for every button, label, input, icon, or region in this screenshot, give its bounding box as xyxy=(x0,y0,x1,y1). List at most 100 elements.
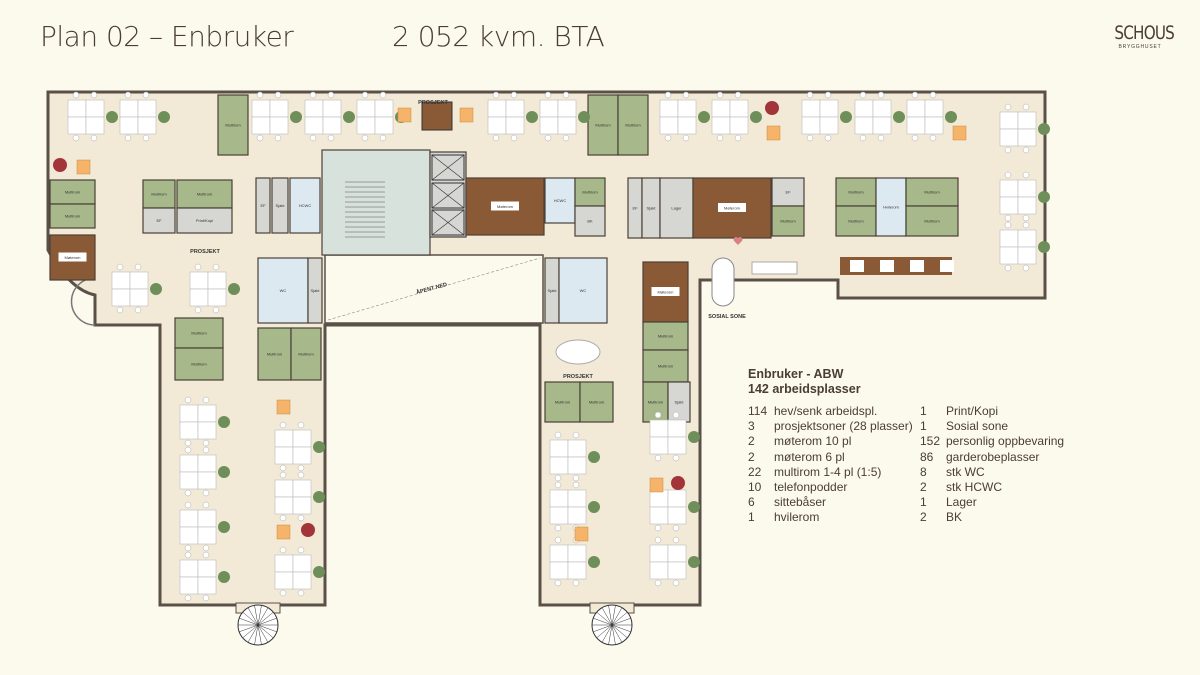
plant-icon xyxy=(1038,241,1050,253)
desk xyxy=(906,99,926,118)
legend-count: 8 xyxy=(920,464,927,479)
zone-label: PROSJEKT xyxy=(190,249,220,255)
desk xyxy=(505,116,525,135)
page-title: Plan 02 – Enbruker xyxy=(40,20,294,53)
storage-locker xyxy=(276,524,291,540)
desk xyxy=(197,526,217,545)
desk xyxy=(729,116,749,135)
room-label: Møterom xyxy=(497,204,514,209)
storage-locker xyxy=(649,477,664,493)
multirom-room xyxy=(217,94,249,156)
desk xyxy=(85,116,105,135)
desk xyxy=(269,116,289,135)
storage-locker xyxy=(574,526,589,542)
multirom-room xyxy=(290,327,322,381)
room-label: Multirom xyxy=(225,123,241,128)
chair xyxy=(672,579,680,587)
chair xyxy=(202,446,210,454)
room-label: Multirom xyxy=(191,362,207,367)
desk xyxy=(801,116,821,135)
plant-icon xyxy=(218,571,230,583)
chair xyxy=(1004,146,1012,154)
chair xyxy=(279,589,287,597)
desk xyxy=(374,99,394,118)
chair xyxy=(256,134,264,142)
room-label: Multirom xyxy=(65,214,81,219)
desk xyxy=(567,544,587,563)
desk xyxy=(322,99,342,118)
legend-label: sittebåser xyxy=(774,495,827,510)
room-label: Sjakt xyxy=(311,288,321,293)
chair xyxy=(654,411,662,419)
desk xyxy=(137,99,157,118)
print-room xyxy=(176,207,233,234)
chair xyxy=(194,306,202,314)
chair xyxy=(1004,214,1012,222)
desk xyxy=(137,116,157,135)
desk xyxy=(549,544,569,563)
chair xyxy=(672,536,680,544)
ef-room xyxy=(142,207,176,234)
desk xyxy=(129,288,149,307)
desk xyxy=(1017,229,1037,248)
room-label: Multirom xyxy=(582,190,598,195)
desk xyxy=(1017,111,1037,130)
chair xyxy=(72,134,80,142)
storage-locker xyxy=(766,125,781,141)
desk xyxy=(667,489,687,508)
flower-plant-icon xyxy=(301,523,315,537)
plant-icon xyxy=(290,111,302,123)
legend-label: hvilerom xyxy=(774,510,820,525)
chair xyxy=(279,471,287,479)
legend-label: møterom 10 pl xyxy=(774,434,852,449)
chair xyxy=(184,489,192,497)
plant-icon xyxy=(588,501,600,513)
desk xyxy=(251,116,271,135)
sjakt-room xyxy=(271,177,289,234)
chair xyxy=(124,91,132,99)
zone-label: PROSJEKT xyxy=(563,374,593,380)
chair xyxy=(734,134,742,142)
multirom-room xyxy=(905,177,959,207)
chair xyxy=(664,91,672,99)
legend-label: multirom 1-4 pl (1:5) xyxy=(774,464,882,479)
room-label: Møterom xyxy=(658,290,675,295)
desk xyxy=(197,559,217,578)
chair xyxy=(572,481,580,489)
room-label: Lager xyxy=(671,206,682,211)
chair xyxy=(274,91,282,99)
chair xyxy=(116,306,124,314)
chair xyxy=(297,464,305,472)
void-diagonal xyxy=(327,257,541,321)
chair xyxy=(806,134,814,142)
chair xyxy=(1022,103,1030,111)
chair xyxy=(572,431,580,439)
chair xyxy=(134,263,142,271)
core-room xyxy=(321,149,431,256)
plant-icon xyxy=(840,111,852,123)
chair xyxy=(194,263,202,271)
social-table xyxy=(711,257,735,307)
desk xyxy=(667,419,687,438)
desk xyxy=(854,116,874,135)
desk xyxy=(906,116,926,135)
room-label: EF xyxy=(632,206,638,211)
chair xyxy=(297,421,305,429)
chair xyxy=(1022,221,1030,229)
legend-count: 1 xyxy=(920,495,927,510)
chair xyxy=(202,396,210,404)
room-label: EF xyxy=(785,190,791,195)
room-label: Print/Kopi xyxy=(196,218,213,223)
desk xyxy=(649,489,669,508)
desk xyxy=(292,479,312,498)
legend-count: 2 xyxy=(920,510,927,525)
chair xyxy=(1022,264,1030,272)
chair xyxy=(202,439,210,447)
legend-count: 86 xyxy=(920,449,934,464)
